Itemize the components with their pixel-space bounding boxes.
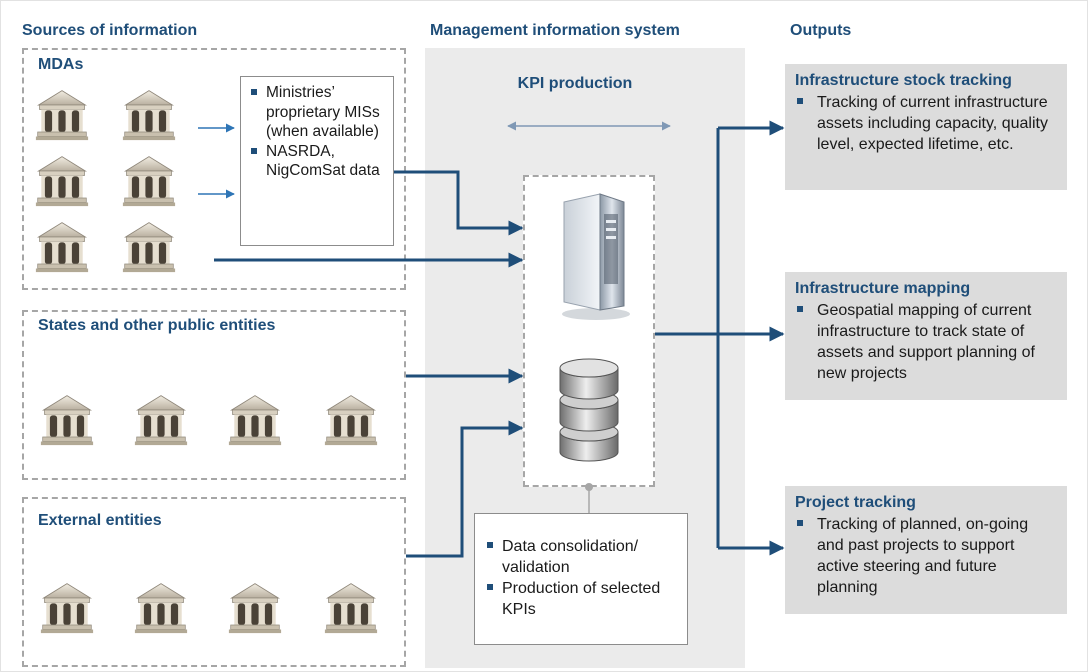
external-to-database-arrow [406, 420, 524, 558]
database-icon [559, 358, 619, 462]
mdas-title: MDAs [38, 56, 84, 73]
kpi-production-label: KPI production [517, 75, 633, 92]
output-title: Project tracking [795, 494, 916, 511]
server-icon [562, 193, 630, 320]
output-description: Tracking of planned, on-going and past p… [795, 514, 1059, 598]
note-item-ministries-mis: Ministries’ proprietary MISs (when avail… [251, 83, 385, 142]
note-item-kpi-production: Production of selected KPIs [487, 578, 679, 620]
external-group [22, 497, 406, 667]
note-to-server-arrow [394, 170, 524, 236]
states-group [22, 310, 406, 480]
mis-column-title: Management information system [430, 22, 680, 39]
output-title: Infrastructure stock tracking [795, 72, 1012, 89]
note-item-consolidation: Data consolidation/ validation [487, 536, 679, 578]
note-item-nasrda-data: NASRDA, NigComSat data [251, 142, 385, 181]
output-description: Geospatial mapping of current infrastruc… [795, 300, 1059, 384]
mdas-group [22, 48, 406, 290]
output-project-tracking: Project tracking Tracking of planned, on… [785, 486, 1067, 614]
states-title: States and other public entities [38, 317, 276, 334]
outputs-column-title: Outputs [790, 22, 852, 39]
output-title: Infrastructure mapping [795, 280, 971, 297]
sources-column-title: Sources of information [22, 22, 198, 39]
external-title: External entities [38, 512, 162, 529]
consolidation-note: Data consolidation/ validation Productio… [474, 513, 688, 645]
output-infrastructure-mapping: Infrastructure mapping Geospatial mappin… [785, 272, 1067, 400]
consolidation-connector-dot [585, 483, 593, 491]
output-stock-tracking: Infrastructure stock tracking Tracking o… [785, 64, 1067, 190]
mda-data-note: Ministries’ proprietary MISs (when avail… [240, 76, 394, 246]
output-description: Tracking of current infrastructure asset… [795, 92, 1059, 155]
